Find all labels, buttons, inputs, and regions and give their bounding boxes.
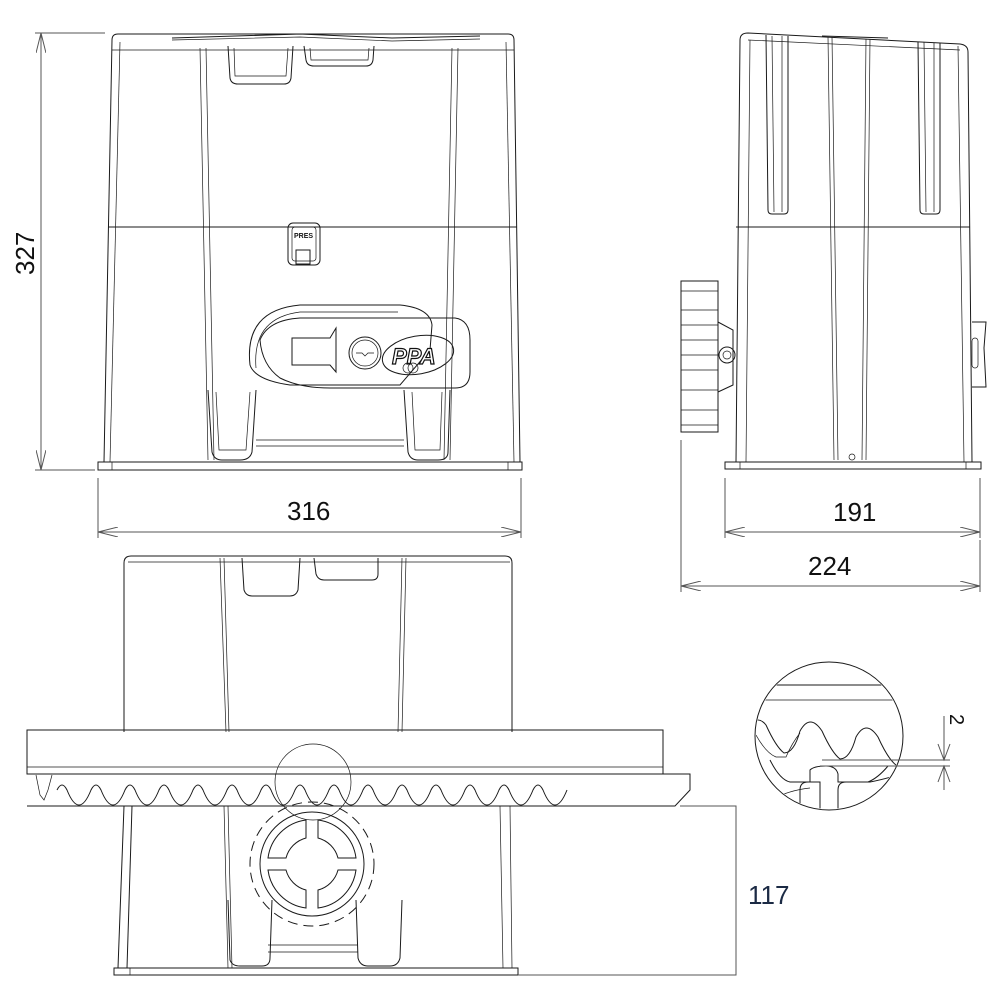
dim-191: 191 xyxy=(833,497,876,527)
dimension-height-327: 327 xyxy=(10,32,105,471)
release-label: PRES xyxy=(294,233,313,240)
dim-316: 316 xyxy=(287,496,330,526)
front-view: PRES PPA xyxy=(97,33,523,471)
detail-view: 2 xyxy=(754,661,967,811)
dim-2: 2 xyxy=(945,714,967,725)
dim-117: 117 xyxy=(748,880,789,910)
brand-logo: PPA xyxy=(392,344,436,369)
dimension-width-316: 316 xyxy=(97,478,522,538)
side-view xyxy=(680,32,987,470)
dimension-rack-117: 117 xyxy=(518,805,789,976)
dimension-width-224: 224 xyxy=(680,440,981,592)
dimension-width-191: 191 xyxy=(724,478,981,538)
pinion-gear xyxy=(249,801,375,927)
rack-view xyxy=(26,555,691,976)
dim-327: 327 xyxy=(10,232,40,275)
dim-224: 224 xyxy=(808,551,851,581)
